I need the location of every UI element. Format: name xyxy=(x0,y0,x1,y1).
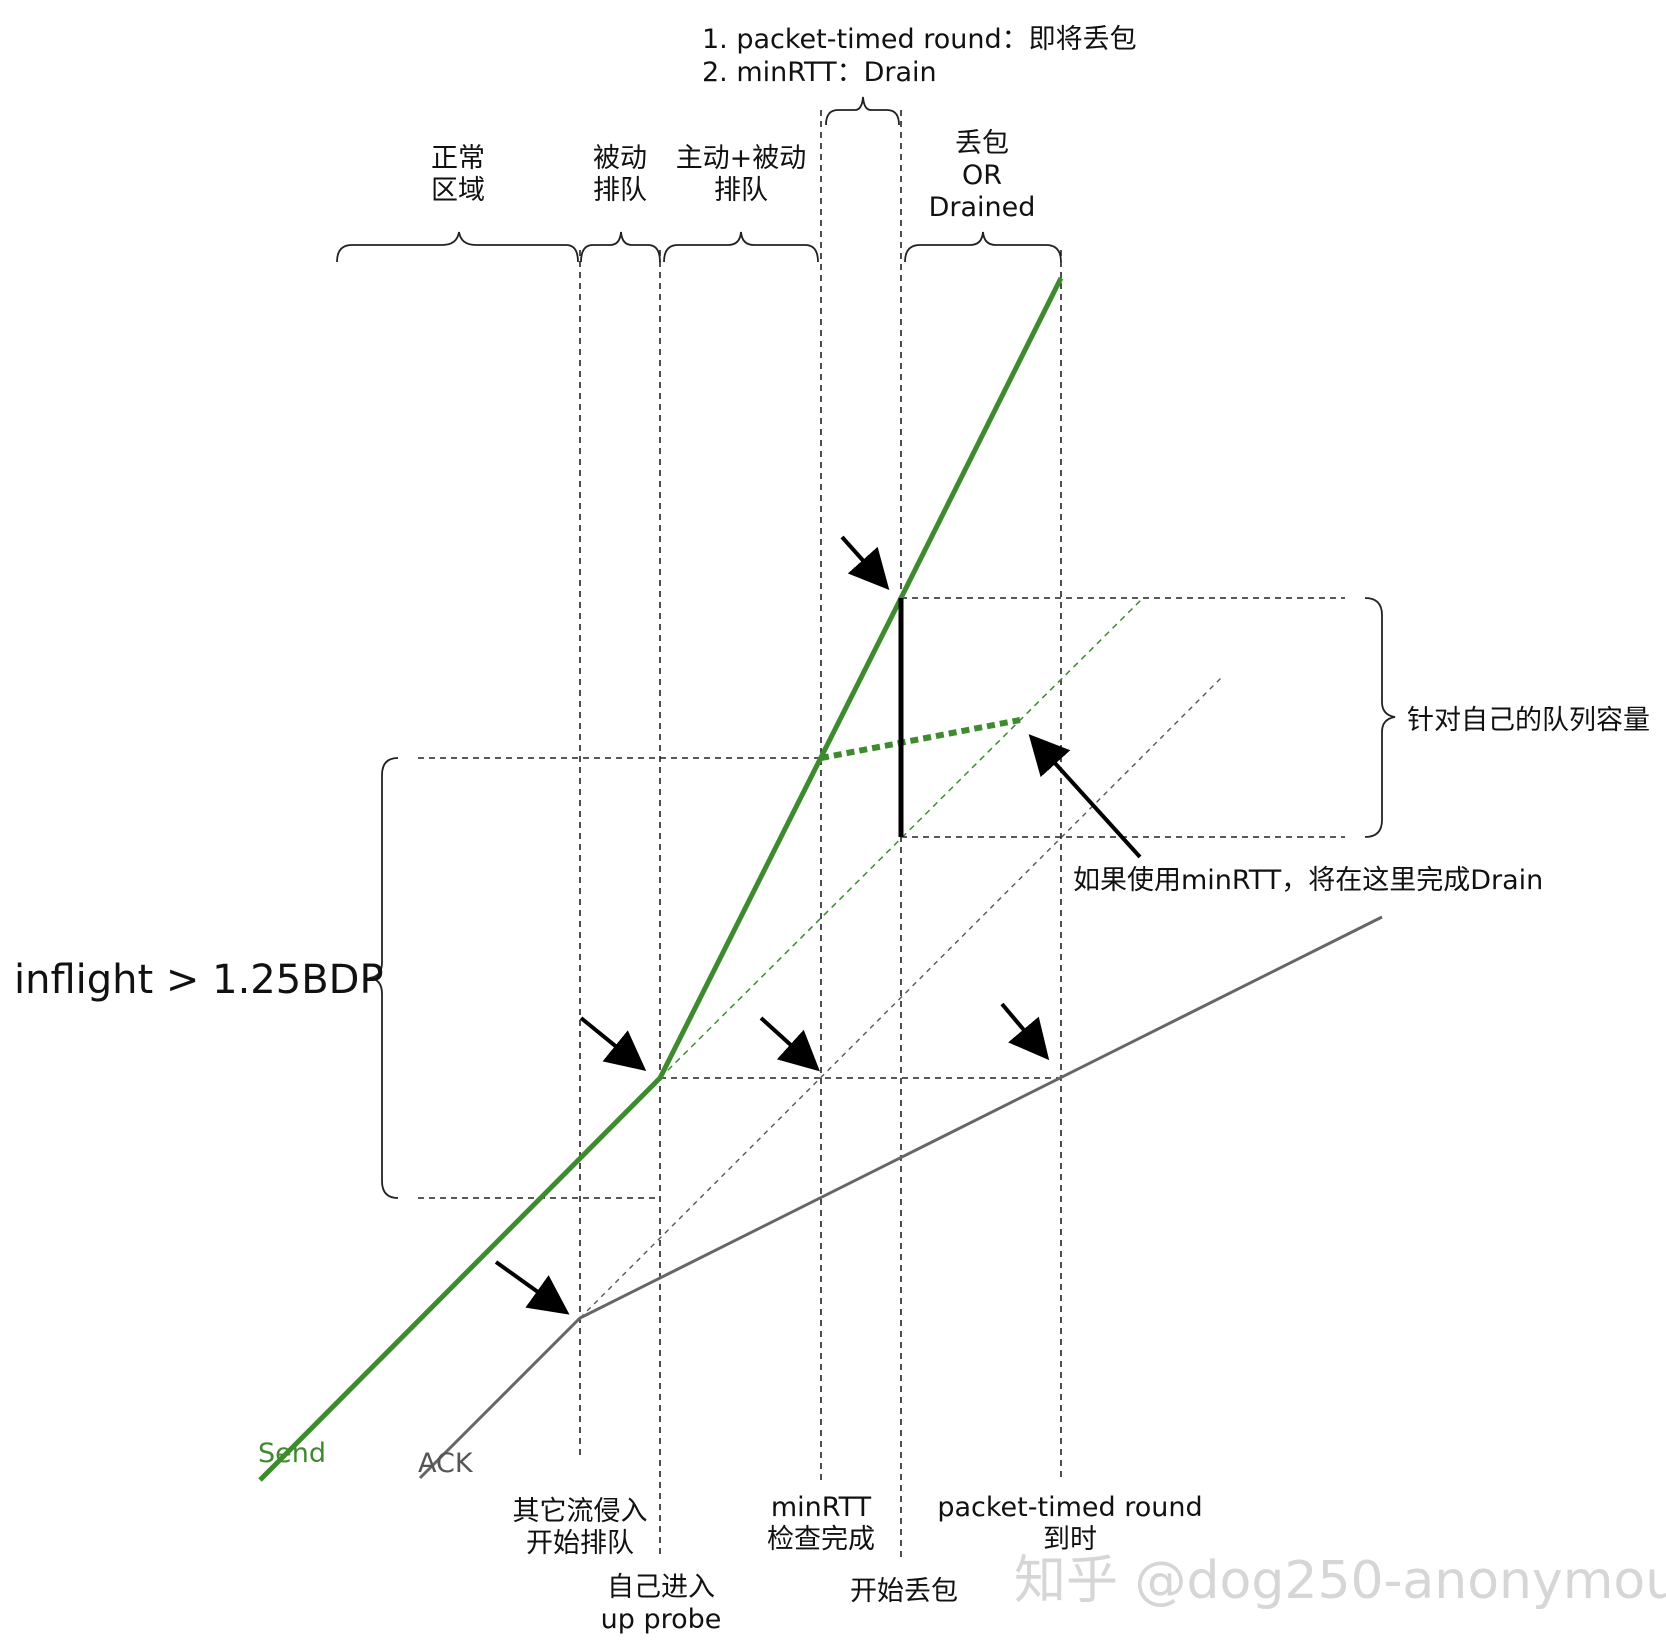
arrow-queue-start xyxy=(494,1260,570,1315)
arrow-minrtt-check xyxy=(759,1016,820,1072)
brace-passive xyxy=(580,231,661,263)
phase-passive-line1: 被动 xyxy=(593,143,647,174)
ack-curve xyxy=(418,915,1383,1480)
event-others-queue-line1: 其它流侵入 xyxy=(513,1496,648,1527)
brace-inflight xyxy=(368,757,399,1199)
event-self-probe-line1: 自己进入 xyxy=(607,1572,715,1603)
phase-passive-line2: 排队 xyxy=(593,175,647,206)
event-minrtt-done-line2: 检查完成 xyxy=(767,1524,875,1555)
brace-active-passive xyxy=(663,231,819,263)
inflight-label: inflight > 1.25BDP xyxy=(14,957,384,1003)
green-extrapolation-line xyxy=(659,597,1144,1079)
phase-active-passive-line1: 主动+被动 xyxy=(676,143,807,174)
brace-queue-capacity xyxy=(1364,597,1396,838)
phase-loss-line1: 丢包 xyxy=(955,128,1009,159)
top-note-line1: 1. packet-timed round：即将丢包 xyxy=(702,24,1137,55)
top-note-line2: 2. minRTT：Drain xyxy=(702,57,937,88)
watermark: 知乎 @dog250-anonymous xyxy=(1014,1551,1666,1611)
event-start-loss: 开始丢包 xyxy=(850,1576,958,1607)
event-round-due-line1: packet-timed round xyxy=(937,1492,1202,1523)
phase-active-passive-line2: 排队 xyxy=(714,175,768,206)
event-minrtt-done-line1: minRTT xyxy=(771,1492,872,1523)
arrow-send-loss-point xyxy=(840,535,890,590)
brace-top-note xyxy=(825,96,900,126)
arrow-minrtt-drain xyxy=(1028,734,1142,859)
phase-loss-line3: Drained xyxy=(929,192,1036,223)
phase-loss-line2: OR xyxy=(962,160,1002,191)
brace-loss-drained xyxy=(904,231,1062,263)
queue-capacity-label: 针对自己的队列容量 xyxy=(1407,705,1650,736)
event-self-probe-line2: up probe xyxy=(601,1604,722,1635)
send-curve xyxy=(258,276,1064,1482)
phase-normal-line1: 正常 xyxy=(431,143,485,174)
brace-normal xyxy=(336,231,579,263)
arrow-round-due xyxy=(1000,1002,1050,1061)
event-others-queue-line2: 开始排队 xyxy=(526,1528,634,1559)
send-series-label: Send xyxy=(258,1438,326,1469)
minrtt-drain-dotted xyxy=(820,717,1021,761)
event-round-due-line2: 到时 xyxy=(1043,1524,1097,1555)
ack-series-label: ACK xyxy=(418,1448,474,1479)
arrow-probe-start xyxy=(579,1016,647,1072)
gray-extrapolation-line xyxy=(579,674,1225,1319)
minrtt-drain-note: 如果使用minRTT，将在这里完成Drain xyxy=(1073,865,1543,896)
phase-normal-line2: 区域 xyxy=(431,175,485,206)
